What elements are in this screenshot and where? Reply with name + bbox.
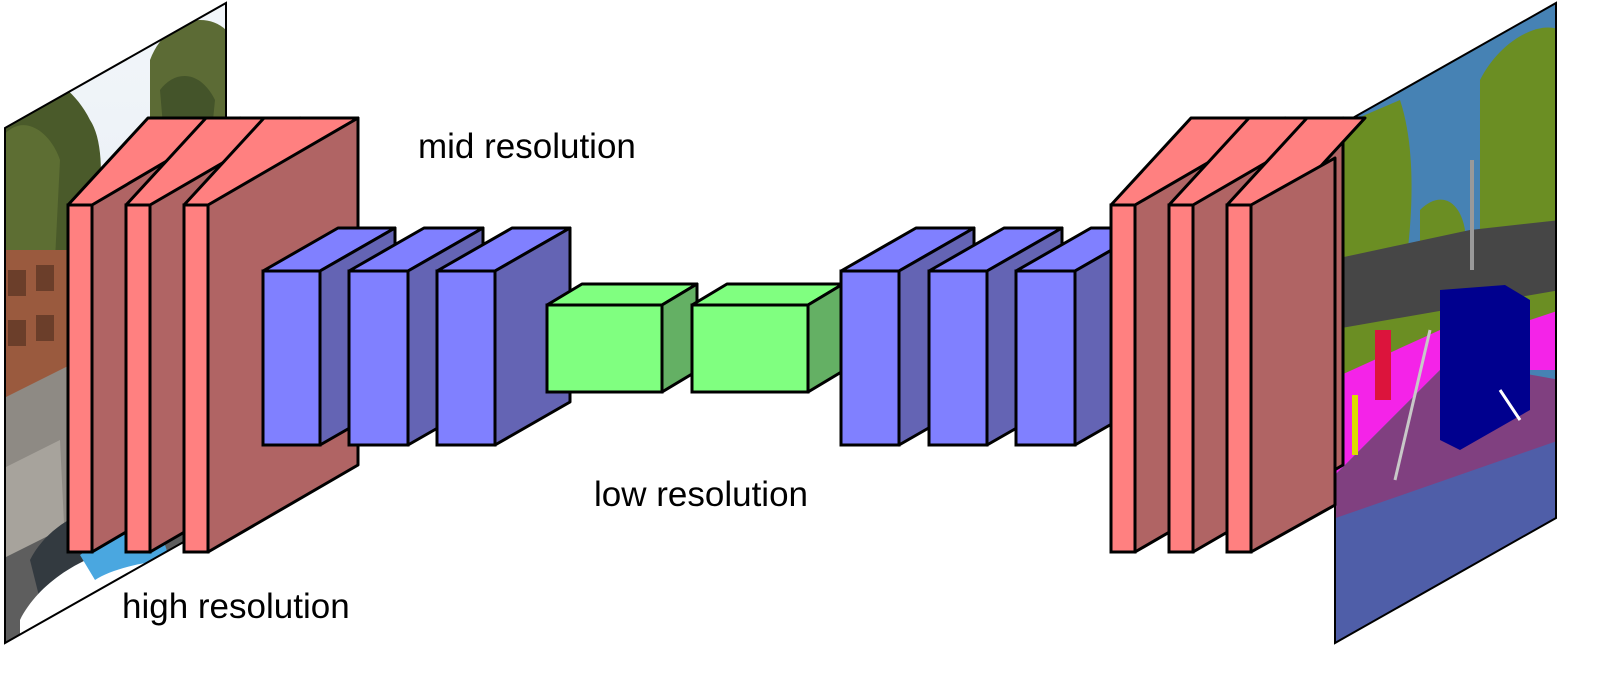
decoder-high-res-block-3 (1225, 116, 1367, 554)
bottleneck-low-res-block-2 (690, 282, 845, 394)
label-high-resolution: high resolution (122, 587, 350, 626)
output-image (1334, 1, 1557, 645)
segmentation-map-icon (1335, 3, 1556, 643)
label-mid-resolution: mid resolution (418, 127, 636, 166)
label-low-resolution: low resolution (594, 475, 808, 514)
bottleneck-low-res-block-1 (545, 282, 699, 394)
